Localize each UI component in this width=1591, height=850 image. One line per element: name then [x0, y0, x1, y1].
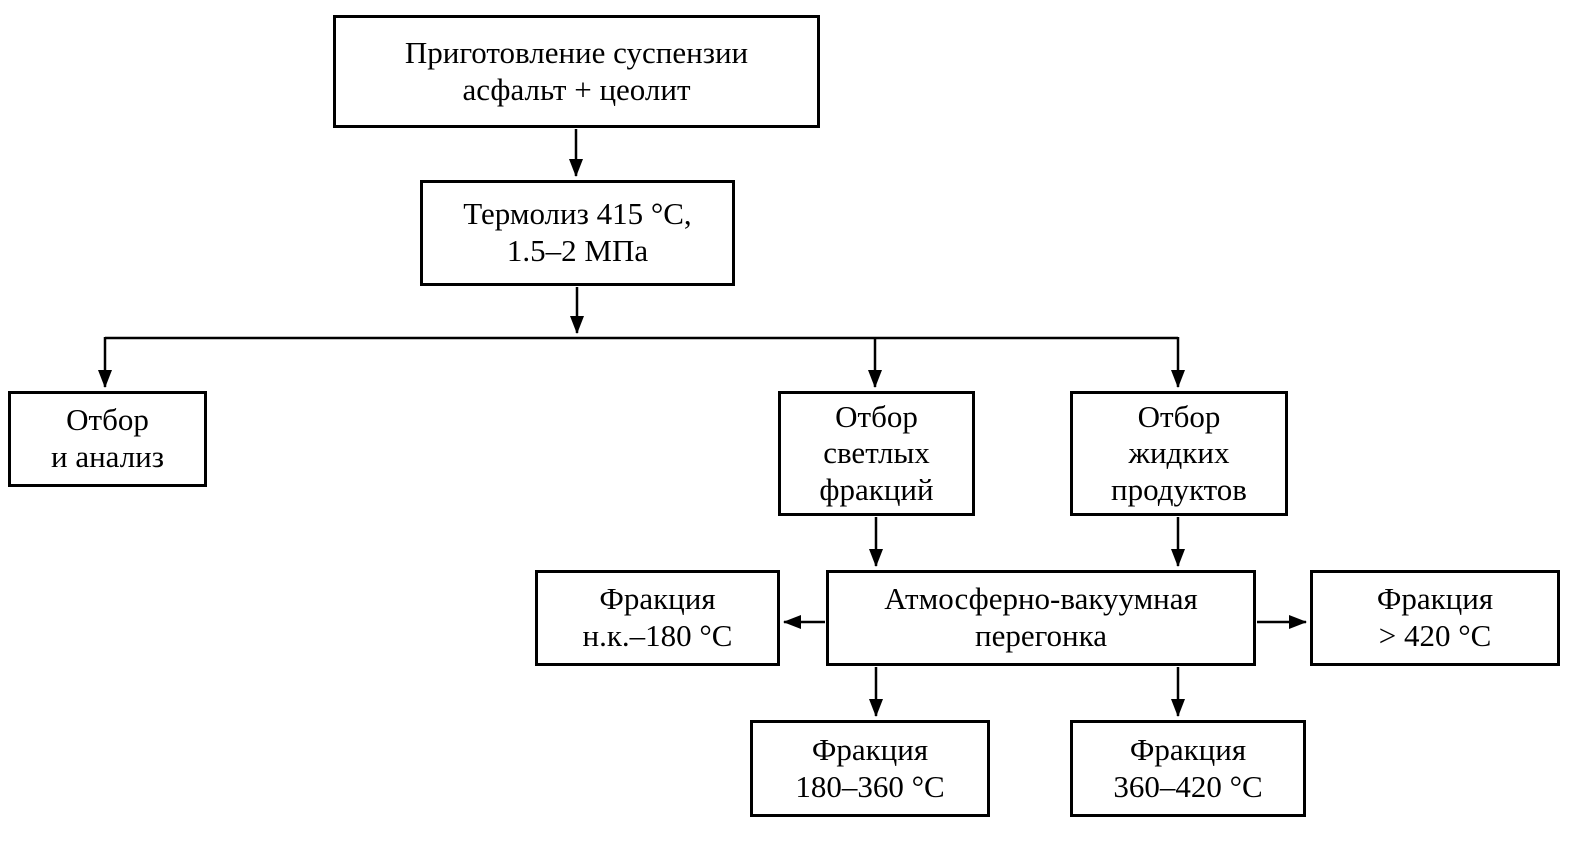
node-fraction-180-360-label: Фракция 180–360 °C	[795, 731, 945, 804]
node-distillation-label: Атмосферно-вакуумная перегонка	[884, 581, 1198, 653]
node-fraction-360-420-label: Фракция 360–420 °C	[1113, 731, 1263, 804]
node-light-fractions-label: Отбор светлых фракций	[819, 398, 934, 507]
node-suspension-preparation: Приготовление суспензии асфальт + цеолит	[333, 15, 820, 128]
node-fraction-nk-180-label: Фракция н.к.–180 °C	[582, 581, 733, 653]
node-liquid-products-sampling: Отбор жидких продуктов	[1070, 391, 1288, 516]
node-sampling-analysis-label: Отбор и анализ	[50, 402, 165, 474]
node-fraction-360-420: Фракция 360–420 °C	[1070, 720, 1306, 817]
node-atmospheric-vacuum-distillation: Атмосферно-вакуумная перегонка	[826, 570, 1256, 666]
node-thermolysis: Термолиз 415 °C, 1.5–2 МПа	[420, 180, 735, 286]
node-fraction-nk-180: Фракция н.к.–180 °C	[535, 570, 780, 666]
node-light-fractions-sampling: Отбор светлых фракций	[778, 391, 975, 516]
node-thermolysis-label: Термолиз 415 °C, 1.5–2 МПа	[463, 196, 692, 268]
node-fraction-180-360: Фракция 180–360 °C	[750, 720, 990, 817]
node-suspension-label: Приготовление суспензии асфальт + цеолит	[404, 34, 749, 107]
node-sampling-analysis: Отбор и анализ	[8, 391, 207, 487]
node-fraction-gt-420: Фракция > 420 °C	[1310, 570, 1560, 666]
node-fraction-gt-420-label: Фракция > 420 °C	[1376, 581, 1494, 653]
node-liquid-products-label: Отбор жидких продуктов	[1111, 398, 1247, 507]
